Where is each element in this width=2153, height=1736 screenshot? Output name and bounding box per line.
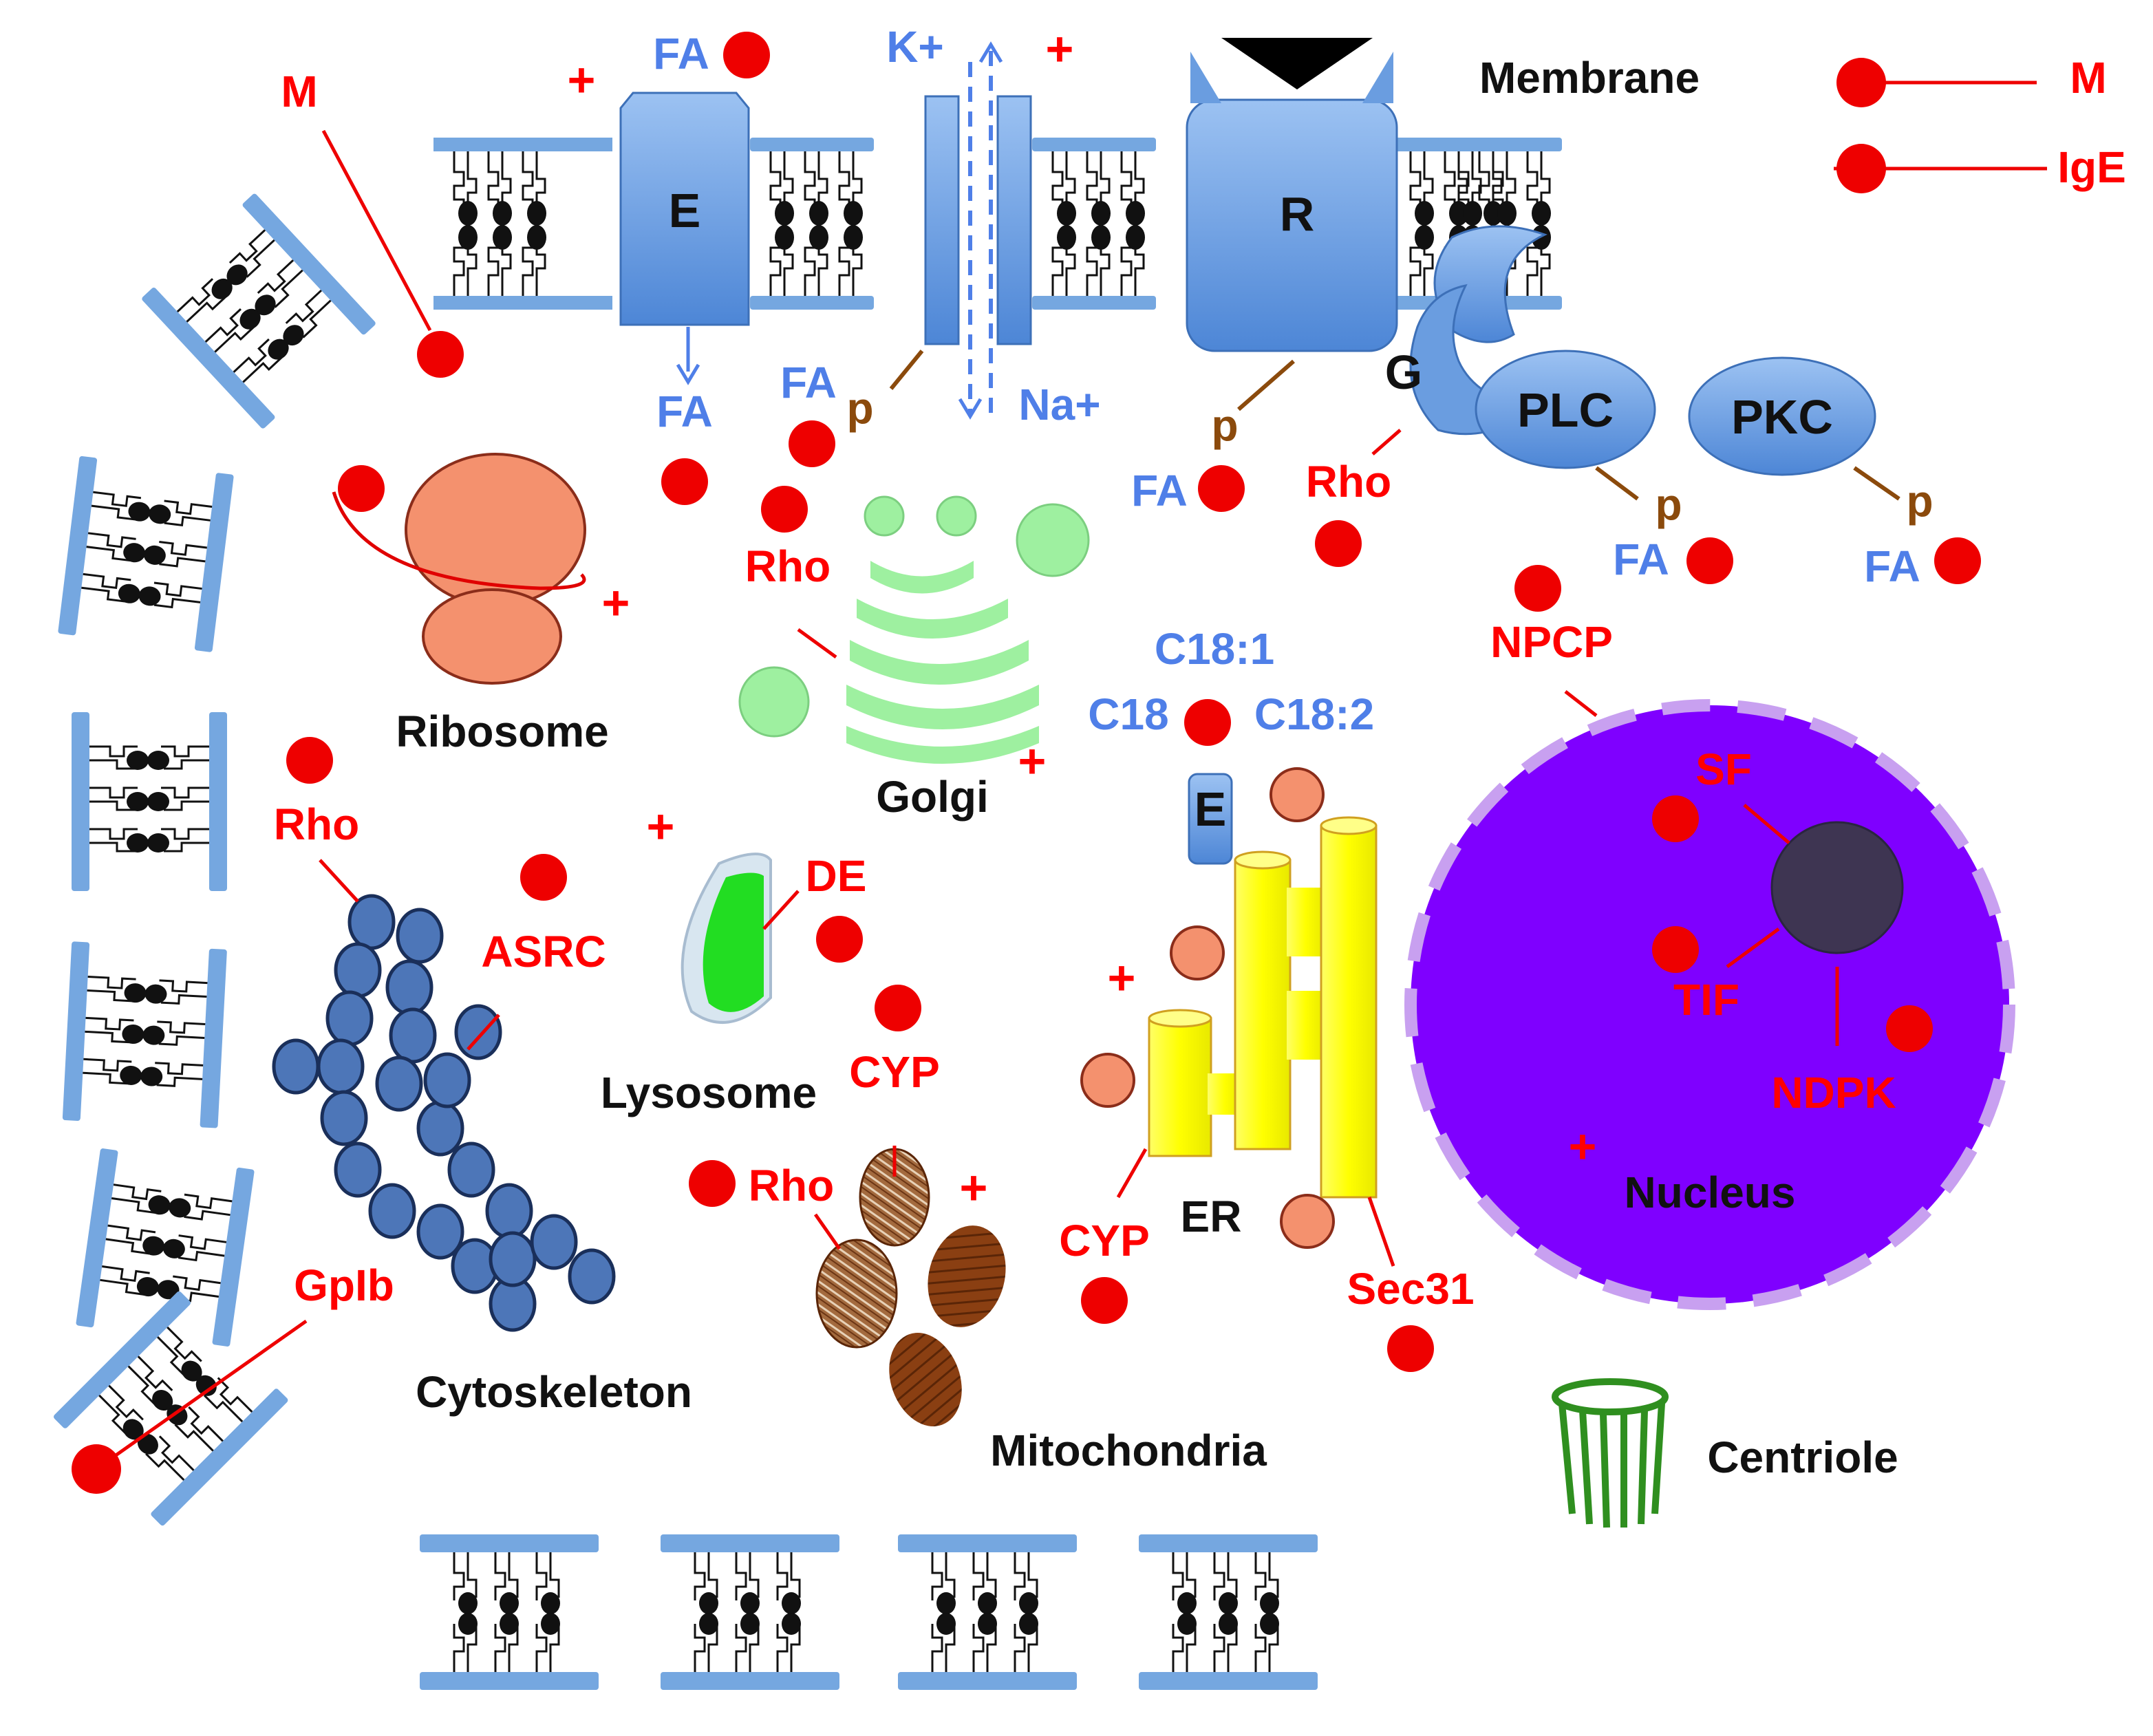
fa-label-receptor: FA	[1131, 466, 1188, 515]
marker-cyp-er: CYP	[1059, 1216, 1150, 1265]
phospho-connectors	[889, 350, 1900, 501]
legend-m: M	[2070, 53, 2106, 103]
fa-c18: C18	[1088, 689, 1168, 739]
plc-label: PLC	[1517, 383, 1614, 437]
marker-rho-mito: Rho	[749, 1161, 834, 1210]
plasma-membrane	[432, 136, 1563, 311]
membrane-enzyme-label: E	[669, 184, 701, 237]
fa-c18-1: C18:1	[1155, 624, 1274, 674]
receptor-label: R	[1280, 187, 1315, 241]
plus-mitochondria: +	[960, 1161, 988, 1214]
marker-ndpk: NDPK	[1771, 1068, 1896, 1117]
cytoskeleton: Cytoskeleton	[272, 894, 692, 1417]
legend-ige: IgE	[2057, 142, 2126, 192]
mitochondria-label: Mitochondria	[990, 1426, 1267, 1475]
k-ion-label: K+	[886, 22, 944, 72]
fa-label-channel: FA	[780, 358, 837, 407]
phospho-pkc: p	[1906, 476, 1933, 526]
centriole-label: Centriole	[1707, 1433, 1898, 1482]
marker-sec31: Sec31	[1347, 1264, 1474, 1314]
centriole: Centriole	[1552, 1378, 1898, 1528]
golgi-label: Golgi	[876, 772, 989, 822]
text-labels: Membrane FA K+ Na+ FA FA p p FA p FA p F…	[274, 22, 2126, 1314]
plc: PLC	[1475, 350, 1656, 469]
er: E ER	[1080, 767, 1378, 1249]
marker-rho-g: Rho	[1306, 457, 1391, 506]
phospho-plc: p	[1655, 480, 1682, 529]
fa-label-plc: FA	[1613, 535, 1669, 584]
receptor: R	[1186, 38, 1398, 352]
membrane-enzyme: E	[619, 92, 750, 385]
ribosome-label: Ribosome	[396, 707, 608, 756]
marker-rho-cyto: Rho	[274, 800, 359, 849]
plus-membrane-e: +	[568, 53, 596, 107]
phospho-channel: p	[846, 383, 873, 433]
lysosome-label: Lysosome	[601, 1068, 817, 1117]
mitochondria: Mitochondria	[815, 1148, 1267, 1475]
lysosome: Lysosome	[601, 853, 817, 1117]
plus-membrane-channel: +	[1046, 22, 1074, 76]
g-protein-label: G	[1385, 345, 1422, 399]
phospho-receptor: p	[1211, 400, 1238, 450]
fa-label-enzyme: FA	[656, 387, 713, 436]
ion-channel	[924, 41, 1032, 420]
plus-nucleus: +	[1569, 1119, 1597, 1173]
marker-gpib: GpIb	[294, 1261, 394, 1310]
fa-label-top: FA	[653, 29, 709, 78]
fa-c18-2: C18:2	[1254, 689, 1374, 739]
plus-ribosome: +	[602, 576, 630, 630]
marker-npcp: NPCP	[1490, 617, 1613, 667]
marker-m: M	[281, 67, 317, 116]
er-label: ER	[1181, 1192, 1242, 1241]
na-ion-label: Na+	[1018, 380, 1100, 429]
membrane-label: Membrane	[1479, 53, 1700, 103]
marker-de: DE	[806, 851, 867, 901]
plus-er: +	[1108, 951, 1136, 1005]
nucleus: Nucleus	[1404, 699, 2015, 1310]
er-enzyme-label: E	[1195, 782, 1227, 836]
golgi: Golgi	[738, 495, 1090, 822]
nucleus-label: Nucleus	[1625, 1168, 1796, 1217]
marker-dots	[72, 32, 1981, 1494]
plus-golgi: +	[1018, 734, 1047, 788]
marker-cyp-mito: CYP	[849, 1047, 940, 1097]
pkc-label: PKC	[1731, 390, 1833, 444]
fa-label-pkc: FA	[1864, 542, 1920, 591]
marker-sf: SF	[1695, 744, 1752, 794]
marker-rho-golgi: Rho	[745, 542, 831, 591]
ribosome: Ribosome	[332, 453, 609, 756]
cytoskeleton-label: Cytoskeleton	[416, 1367, 692, 1417]
g-protein: G	[1385, 225, 1547, 436]
marker-asrc: ASRC	[481, 927, 606, 976]
marker-tif: TIF	[1673, 975, 1739, 1025]
pkc: PKC	[1688, 356, 1876, 476]
plus-lysosome: +	[647, 800, 675, 853]
